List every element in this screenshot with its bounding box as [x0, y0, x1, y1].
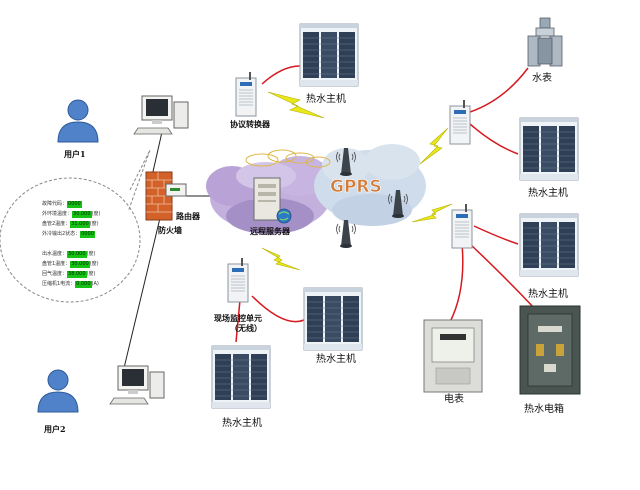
status-value: 0000 [67, 201, 82, 208]
heater-top-label: 热水主机 [306, 94, 346, 105]
water-meter-icon [527, 17, 563, 67]
status-unit: (度) [86, 271, 96, 277]
gprs-transmitter-device [449, 99, 471, 145]
status-row: 盘管1温度：30.000(度) [42, 261, 99, 268]
user2-label: 用户2 [44, 424, 66, 434]
electric-box-label: 热水电箱 [524, 404, 564, 415]
status-label: 故障代码： [42, 201, 68, 207]
field-unit-sublabel: （无线） [230, 323, 262, 333]
status-row: 故障代码：0000 [42, 201, 82, 208]
heat-pump-unit-right-2 [519, 213, 579, 277]
wireless-bolt-top [267, 91, 325, 119]
heater-bottom-label: 热水主机 [222, 418, 262, 429]
link-field-unit-heater-mid [251, 295, 305, 323]
heater-right-2-label: 热水主机 [528, 289, 568, 300]
link-transmitter-electric-meter [449, 243, 464, 323]
status-label: 压缩机1电流： [42, 281, 76, 287]
router-label: 路由器 [176, 211, 200, 221]
user1-label: 用户1 [64, 149, 86, 159]
link-transmitter-water-meter [469, 67, 529, 113]
status-row: 压缩机1电流：0.000(A) [42, 281, 99, 288]
link-user1-firewall [151, 131, 163, 177]
status-label: 外环境温度： [42, 211, 73, 217]
link-transmitter-electric-box [469, 243, 537, 311]
router-icon [165, 183, 187, 197]
status-unit: (度) [89, 221, 99, 227]
status-value: 38.000 [67, 271, 87, 278]
protocol-converter-label: 协议转换器 [230, 119, 270, 129]
wireless-bolt-right-lower [411, 203, 453, 223]
protocol-converter-device [235, 71, 257, 117]
heat-pump-unit-right-1 [519, 117, 579, 181]
status-label: 外冷输出2状态： [42, 231, 81, 237]
status-value: 30.000 [72, 211, 92, 218]
status-unit: (A) [91, 281, 99, 287]
status-unit: (度) [89, 261, 99, 267]
status-row: 出水温度：30.000(度) [42, 251, 95, 258]
status-label: 盘管1温度： [42, 261, 71, 267]
heat-pump-unit-bottom [211, 345, 271, 409]
status-unit: (度) [91, 211, 101, 217]
status-row: 外冷输出2状态：0000 [42, 231, 95, 238]
link-user2-firewall [123, 217, 161, 369]
electric-box-icon [519, 305, 581, 395]
status-value: 30.000 [70, 261, 90, 268]
link-field-unit-heater-bottom [235, 299, 241, 343]
field-monitor-unit-device [227, 257, 249, 303]
user2-avatar-icon [37, 369, 79, 413]
server-label: 远程服务器 [250, 226, 290, 236]
gprs-label: GPRS [330, 177, 382, 197]
wireless-bolt-right-upper [419, 127, 449, 165]
status-value: 0.000 [75, 281, 92, 288]
field-unit-label: 现场监控单元 [214, 313, 262, 323]
electric-meter-label: 电表 [444, 394, 464, 405]
status-unit: (度) [86, 251, 96, 257]
status-label: 回气温度： [42, 271, 68, 277]
status-value: 0000 [80, 231, 95, 238]
user1-computer-icon [133, 95, 189, 135]
user1-avatar-icon [57, 99, 99, 143]
wireless-rings [245, 149, 331, 168]
user2-computer-icon [109, 365, 165, 405]
link-transmitter-heater-right-1 [469, 123, 519, 155]
water-meter-label: 水表 [532, 73, 552, 84]
wireless-bolt-bottom [261, 247, 301, 271]
heat-pump-unit-mid [303, 287, 363, 351]
heater-mid-label: 热水主机 [316, 354, 356, 365]
status-row: 盘管2温度：31.000(度) [42, 221, 99, 228]
status-row: 回气温度：38.000(度) [42, 271, 95, 278]
link-converter-heater-top [261, 65, 301, 85]
antenna-tower-icon [336, 219, 356, 249]
server-icon [253, 177, 292, 224]
heat-pump-unit-top [299, 23, 359, 87]
link-transmitter-heater-right-2 [473, 225, 519, 245]
heater-right-1-label: 热水主机 [528, 188, 568, 199]
status-value: 31.000 [70, 221, 90, 228]
status-callout-bubble [0, 149, 151, 303]
status-label: 盘管2温度： [42, 221, 71, 227]
electric-meter-icon [423, 319, 483, 393]
gprs-transmitter-device [451, 203, 473, 249]
status-label: 出水温度： [42, 251, 68, 257]
status-row: 外环境温度：30.000(度) [42, 211, 100, 218]
firewall-label: 防火墙 [158, 225, 182, 235]
status-value: 30.000 [67, 251, 87, 258]
